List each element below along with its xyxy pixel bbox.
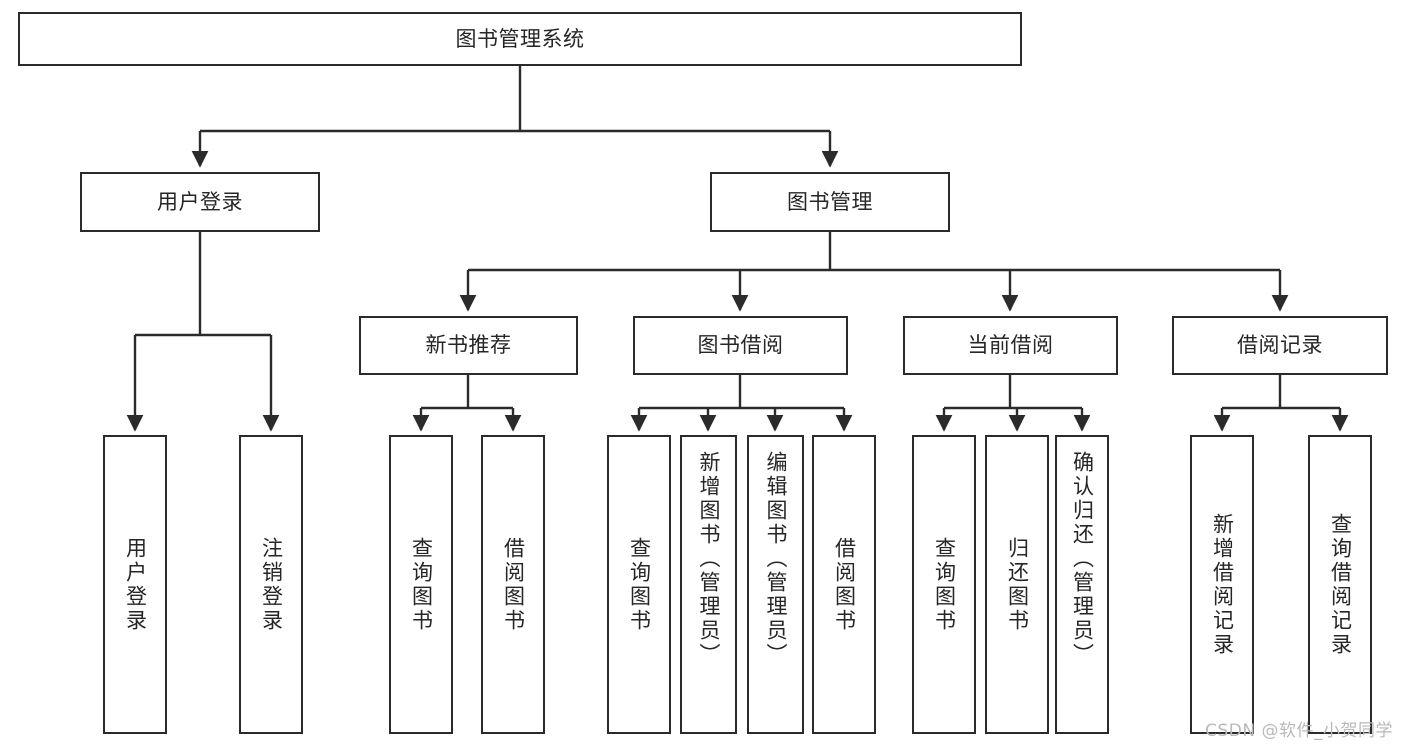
node-leaf-query-book-1[interactable]: 查询图书 [389,435,453,734]
node-leaf-add-record-label: 新增借阅记录 [1210,512,1235,657]
node-book-manage[interactable]: 图书管理 [710,172,950,232]
node-leaf-return-book[interactable]: 归还图书 [985,435,1049,734]
node-book-borrow[interactable]: 图书借阅 [633,316,848,375]
node-leaf-query-book-2[interactable]: 查询图书 [607,435,671,734]
node-leaf-edit-book[interactable]: 编辑图书（管理员） [747,435,804,734]
node-current-borrow-label: 当前借阅 [967,333,1054,358]
node-leaf-query-book-3-label: 查询图书 [932,536,957,633]
node-leaf-add-book[interactable]: 新增图书（管理员） [680,435,737,734]
node-leaf-query-book-1-label: 查询图书 [409,536,434,633]
node-root-label: 图书管理系统 [455,26,585,51]
node-leaf-borrow-book-1-label: 借阅图书 [501,536,526,633]
node-leaf-add-record[interactable]: 新增借阅记录 [1190,435,1254,734]
node-leaf-user-login[interactable]: 用户登录 [103,435,167,734]
node-borrow-record[interactable]: 借阅记录 [1172,316,1388,375]
node-new-book-rec[interactable]: 新书推荐 [359,316,578,375]
node-leaf-user-login-label: 用户登录 [123,536,148,633]
node-leaf-query-record-label: 查询借阅记录 [1328,512,1353,657]
node-borrow-record-label: 借阅记录 [1237,333,1323,358]
node-book-borrow-label: 图书借阅 [697,333,784,358]
node-leaf-borrow-book-1[interactable]: 借阅图书 [481,435,545,734]
node-root-system[interactable]: 图书管理系统 [18,12,1022,66]
node-leaf-query-book-3[interactable]: 查询图书 [912,435,976,734]
node-leaf-logout-label: 注销登录 [259,536,284,633]
node-leaf-borrow-book-2[interactable]: 借阅图书 [812,435,876,734]
node-new-book-rec-label: 新书推荐 [425,333,512,358]
node-leaf-return-book-label: 归还图书 [1005,536,1030,633]
node-user-login-label: 用户登录 [157,189,243,214]
node-leaf-query-book-2-label: 查询图书 [627,536,652,633]
node-leaf-add-book-label: 新增图书（管理员） [697,451,722,667]
node-book-manage-label: 图书管理 [787,189,873,214]
node-leaf-confirm-return-label: 确认归还（管理员） [1070,451,1095,667]
node-current-borrow[interactable]: 当前借阅 [903,316,1118,375]
node-user-login[interactable]: 用户登录 [80,172,320,232]
node-leaf-borrow-book-2-label: 借阅图书 [832,536,857,633]
node-leaf-edit-book-label: 编辑图书（管理员） [764,451,789,667]
node-leaf-query-record[interactable]: 查询借阅记录 [1308,435,1372,734]
node-leaf-confirm-return[interactable]: 确认归还（管理员） [1055,435,1109,734]
node-leaf-logout[interactable]: 注销登录 [239,435,303,734]
